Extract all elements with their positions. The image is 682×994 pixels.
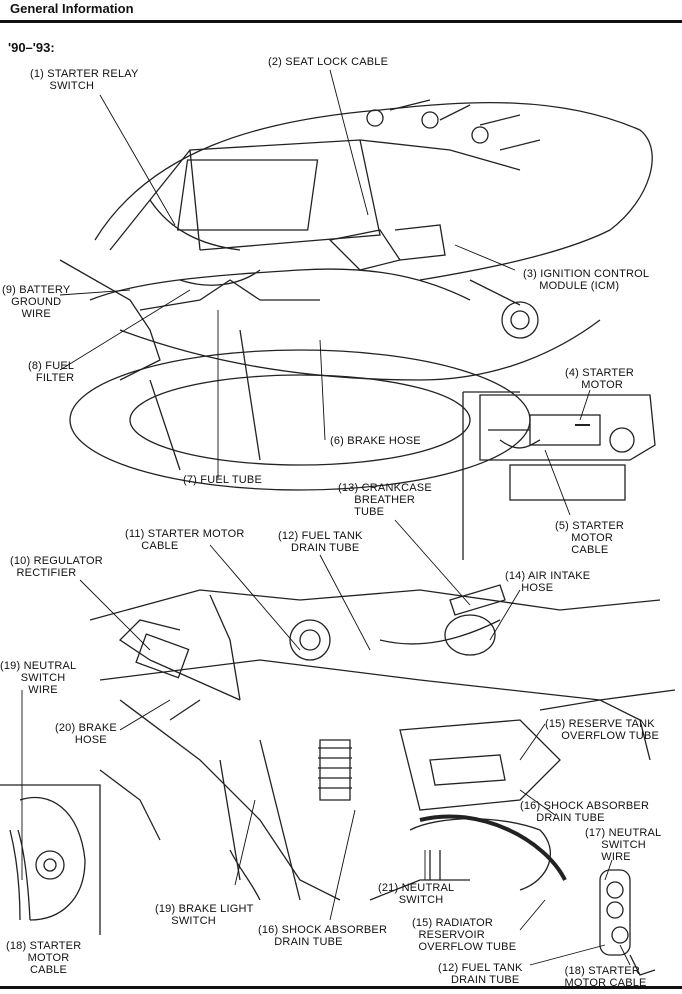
footer-rule: [0, 986, 682, 989]
section-title: General Information: [10, 1, 134, 16]
callout-battery-ground-wire: (9) BATTERY GROUND WIRE: [2, 284, 71, 320]
starter-cable-inset: [599, 869, 656, 976]
model-years-label: '90–'93:: [8, 40, 55, 55]
callout-ignition-control-module: (3) IGNITION CONTROL MODULE (ICM): [523, 268, 650, 292]
callout-brake-hose: (6) BRAKE HOSE: [330, 435, 421, 447]
callout-starter-relay-switch: (1) STARTER RELAY SWITCH: [30, 68, 139, 92]
callout-fuel-filter: (8) FUEL FILTER: [28, 360, 75, 384]
lower-engine-drawing: [89, 584, 676, 901]
neutral-switch-inset: [0, 784, 101, 935]
callout-radiator-reservoir-overflow-tube: (15) RADIATOR RESERVOIR OVERFLOW TUBE: [412, 917, 517, 953]
starter-motor-inset: [462, 391, 656, 560]
callout-neutral-switch: (21) NEUTRAL SWITCH: [378, 882, 455, 906]
callout-starter-motor-cable: (5) STARTER MOTOR CABLE: [555, 520, 625, 556]
callout-regulator-rectifier: (10) REGULATOR RECTIFIER: [10, 555, 103, 579]
callout-fuel-tube: (7) FUEL TUBE: [183, 474, 263, 486]
callout-fuel-tank-drain-tube: (12) FUEL TANK DRAIN TUBE: [278, 530, 363, 554]
upper-frame-drawing: [59, 99, 653, 491]
callout-brake-light-switch: (19) BRAKE LIGHT SWITCH: [155, 903, 254, 927]
callout-neutral-switch-wire-19: (19) NEUTRAL SWITCH WIRE: [0, 660, 77, 696]
callout-shock-absorber-drain-tube-16b: (16) SHOCK ABSORBER DRAIN TUBE: [258, 924, 388, 948]
callout-crankcase-breather-tube: (13) CRANKCASE BREATHER TUBE: [338, 482, 432, 518]
callout-brake-hose-20: (20) BRAKE HOSE: [55, 722, 117, 746]
callout-starter-motor: (4) STARTER MOTOR: [565, 367, 635, 391]
thick-starter-cable: [419, 814, 567, 881]
callout-starter-motor-cable-11: (11) STARTER MOTOR CABLE: [125, 528, 245, 552]
callout-seat-lock-cable: (2) SEAT LOCK CABLE: [268, 56, 389, 68]
header-rule: [0, 20, 682, 23]
callout-air-intake-hose: (14) AIR INTAKE HOSE: [505, 570, 591, 594]
callout-shock-absorber-drain-tube: (16) SHOCK ABSORBER DRAIN TUBE: [520, 800, 650, 824]
callout-neutral-switch-wire: (17) NEUTRAL SWITCH WIRE: [585, 827, 662, 863]
callout-reserve-tank-overflow-tube: (15) RESERVE TANK OVERFLOW TUBE: [545, 718, 660, 742]
callout-starter-motor-cable-18a: (18) STARTER MOTOR CABLE: [6, 940, 82, 976]
callout-fuel-tank-drain-tube-12b: (12) FUEL TANK DRAIN TUBE: [438, 962, 523, 986]
page-header: General Information: [0, 0, 682, 23]
leader-lines: [21, 69, 631, 966]
